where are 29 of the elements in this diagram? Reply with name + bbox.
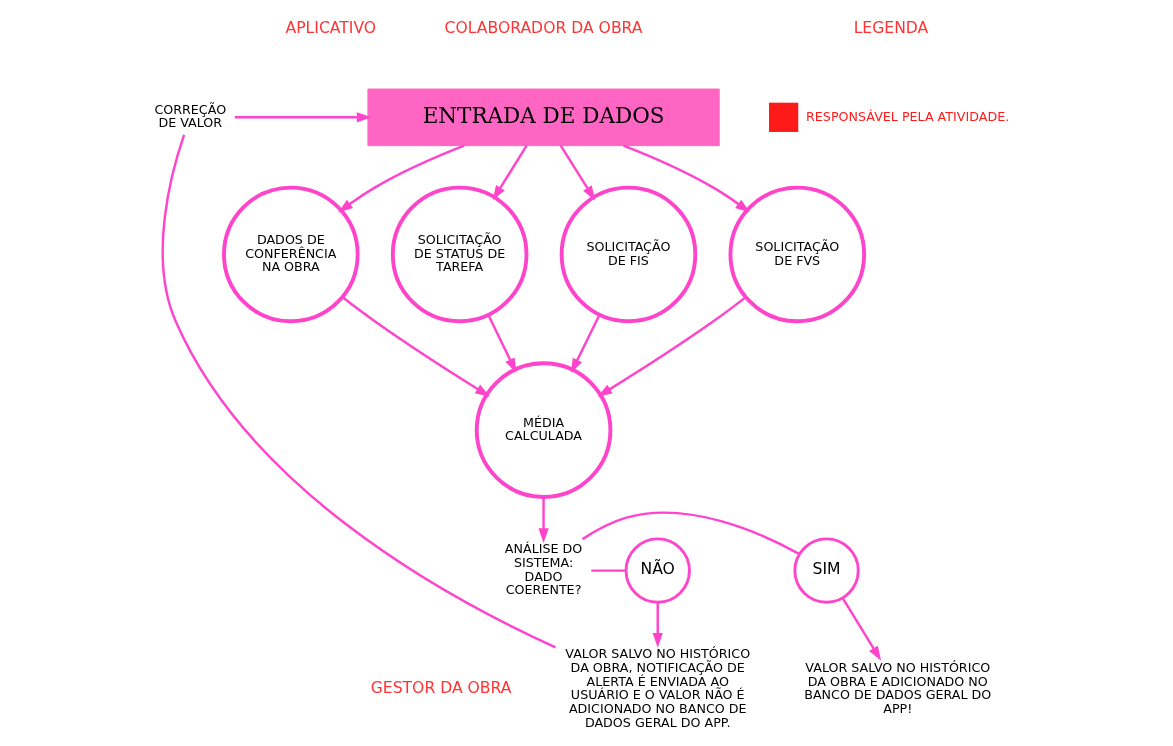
node-text: CORREÇÃO DE VALOR [154,101,227,131]
arrow [652,602,663,648]
arrow [597,296,747,397]
label: APLICATIVO [285,19,377,38]
arrow [341,296,490,397]
arrow [559,145,596,201]
label: LEGENDA [853,19,929,38]
arrow [487,314,517,373]
node-text: VALOR SALVO NO HISTÓRICO DA OBRA, NOTIFICAÇÃO DE ALERTA É ENVIADA AO USUÁRIO E O VALOR NÃO É ADICIONADO NO BANCO DE DADOS GERAL DO APP. [565,646,751,730]
connector [161,134,557,649]
connector [591,569,626,572]
arrow [841,597,882,661]
legend-label: RESPONSÁVEL PELA ATIVIDADE. [806,108,1010,124]
node-circle: DADOS DE CONFERÊNCIA NA OBRA [222,185,360,324]
label: COLABORADOR DA OBRA [444,19,643,38]
node-circle: NÃO [624,537,691,604]
arrow [338,144,465,213]
arrow [492,145,528,201]
node-text: ANÁLISE DO SISTEMA: DADO COERENTE? [504,541,583,598]
connector [581,511,800,556]
node-circle: SOLICITAÇÃO DE FVS [728,185,867,324]
node-text: VALOR SALVO NO HISTÓRICO DA OBRA E ADICIONADO NO BANCO DE DADOS GERAL DO APP! [804,660,992,716]
arrow [234,112,372,123]
arrow [623,144,750,213]
label: GESTOR DA OBRA [370,678,512,697]
arrow [570,314,601,374]
arrow [538,497,549,544]
node-circle: SIM [793,537,860,604]
node-box: ENTRADA DE DADOS [367,88,720,147]
